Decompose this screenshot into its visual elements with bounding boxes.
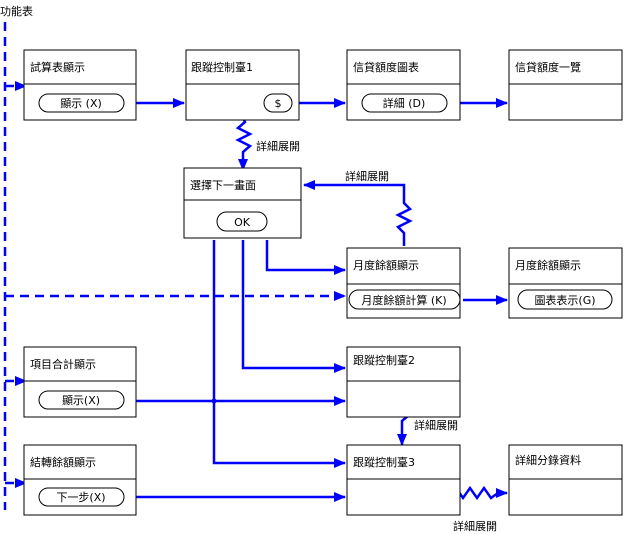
edge-label-drill-3: 詳細展開 (414, 418, 458, 432)
junction-dot (211, 398, 217, 404)
button-label: 詳細 (D) (383, 96, 426, 110)
screen-title: 項目合計顯示 (30, 357, 96, 371)
screen-title: 信貸額度一覽 (515, 60, 581, 74)
flow-connectors (123, 98, 508, 502)
monthly-calc-k-button[interactable]: 月度餘額計算 (K) (348, 289, 461, 310)
edge-label-drill-2: 詳細展開 (345, 169, 389, 183)
menu-connectors (3, 22, 346, 510)
screen-carry-balance: 結轉餘額顯示 下一步(X) (23, 444, 137, 516)
chart-view-g-button[interactable]: 圖表表示(G) (517, 289, 613, 310)
button-label: 顯示 (X) (60, 97, 102, 110)
button-label: 顯示(X) (62, 394, 100, 407)
screen-monthly-balance-2: 月度餘額顯示 圖表表示(G) (508, 247, 623, 319)
screen-tracking-console-2: 跟蹤控制臺2 (346, 346, 461, 418)
button-label: OK (234, 216, 251, 229)
button-label: 月度餘額計算 (K) (361, 293, 446, 307)
screen-title: 信貸額度圖表 (353, 60, 419, 74)
screen-title: 詳細分錄資料 (515, 453, 581, 467)
button-label: 下一步(X) (56, 491, 105, 504)
screen-credit-chart: 信貸額度圖表 詳細 (D) (346, 49, 461, 121)
show-x-button[interactable]: 顯示(X) (38, 390, 125, 410)
screen-title: 選擇下一畫面 (190, 178, 256, 192)
button-label: $ (275, 97, 282, 110)
screen-title: 跟蹤控制臺3 (353, 455, 415, 469)
screen-tracking-console-3: 跟蹤控制臺3 (346, 444, 461, 516)
screen-trial-balance: 試算表顯示 顯示 (X) (23, 49, 137, 121)
screen-credit-list: 信貸額度一覽 (508, 49, 623, 121)
dollar-button[interactable]: $ (263, 93, 293, 113)
menu-label: 功能表 (0, 4, 33, 18)
button-label: 圖表表示(G) (534, 293, 595, 307)
edge-label-drill-4: 詳細展開 (453, 519, 497, 533)
screen-title: 跟蹤控制臺2 (353, 353, 415, 367)
screen-select-next: 選擇下一畫面 OK (183, 167, 302, 239)
screen-title: 月度餘額顯示 (353, 258, 419, 272)
edge-label-drill-1: 詳細展開 (256, 139, 300, 153)
screen-item-total: 項目合計顯示 顯示(X) (23, 346, 137, 418)
screen-tracking-console-1: 跟蹤控制臺1 $ (185, 49, 300, 121)
show-x-button[interactable]: 顯示 (X) (38, 93, 125, 113)
detail-d-button[interactable]: 詳細 (D) (361, 93, 448, 113)
screen-detail-ledger: 詳細分錄資料 (508, 444, 623, 516)
screen-monthly-balance-1: 月度餘額顯示 月度餘額計算 (K) (346, 247, 461, 319)
screen-title: 結轉餘額顯示 (30, 455, 96, 469)
screen-title: 月度餘額顯示 (515, 258, 581, 272)
ok-button[interactable]: OK (216, 211, 268, 232)
next-step-x-button[interactable]: 下一步(X) (38, 487, 125, 507)
screen-title: 跟蹤控制臺1 (191, 60, 253, 74)
screen-title: 試算表顯示 (30, 60, 85, 74)
